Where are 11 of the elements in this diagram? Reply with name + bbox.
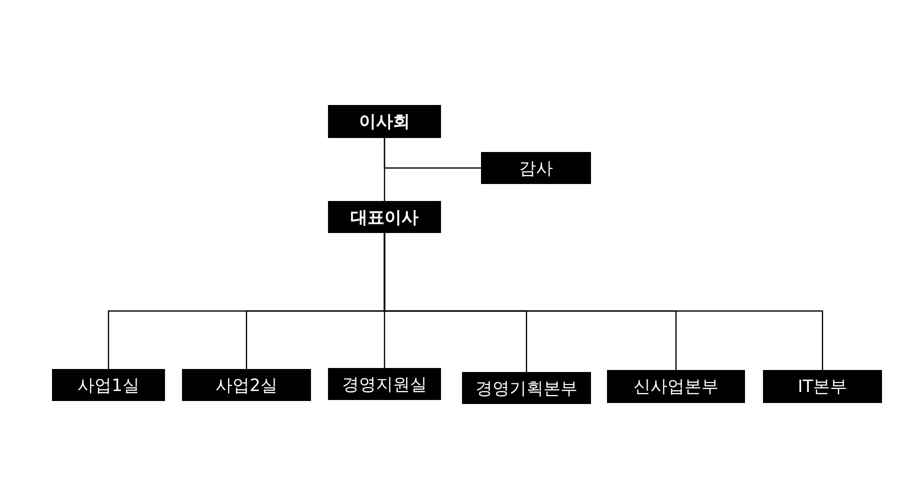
connector-line [384,233,824,370]
org-box: 경영지원실 [328,368,441,400]
org-box: 사업1실 [52,369,165,401]
org-box: 감사 [481,152,591,184]
org-box: 신사업본부 [607,370,745,403]
org-box: IT본부 [763,370,882,403]
org-box: 이사회 [328,105,441,138]
connector-line [384,138,481,169]
org-box: 경영기획본부 [462,372,591,404]
org-box: 사업2실 [182,369,311,401]
org-box: 대표이사 [328,201,441,233]
